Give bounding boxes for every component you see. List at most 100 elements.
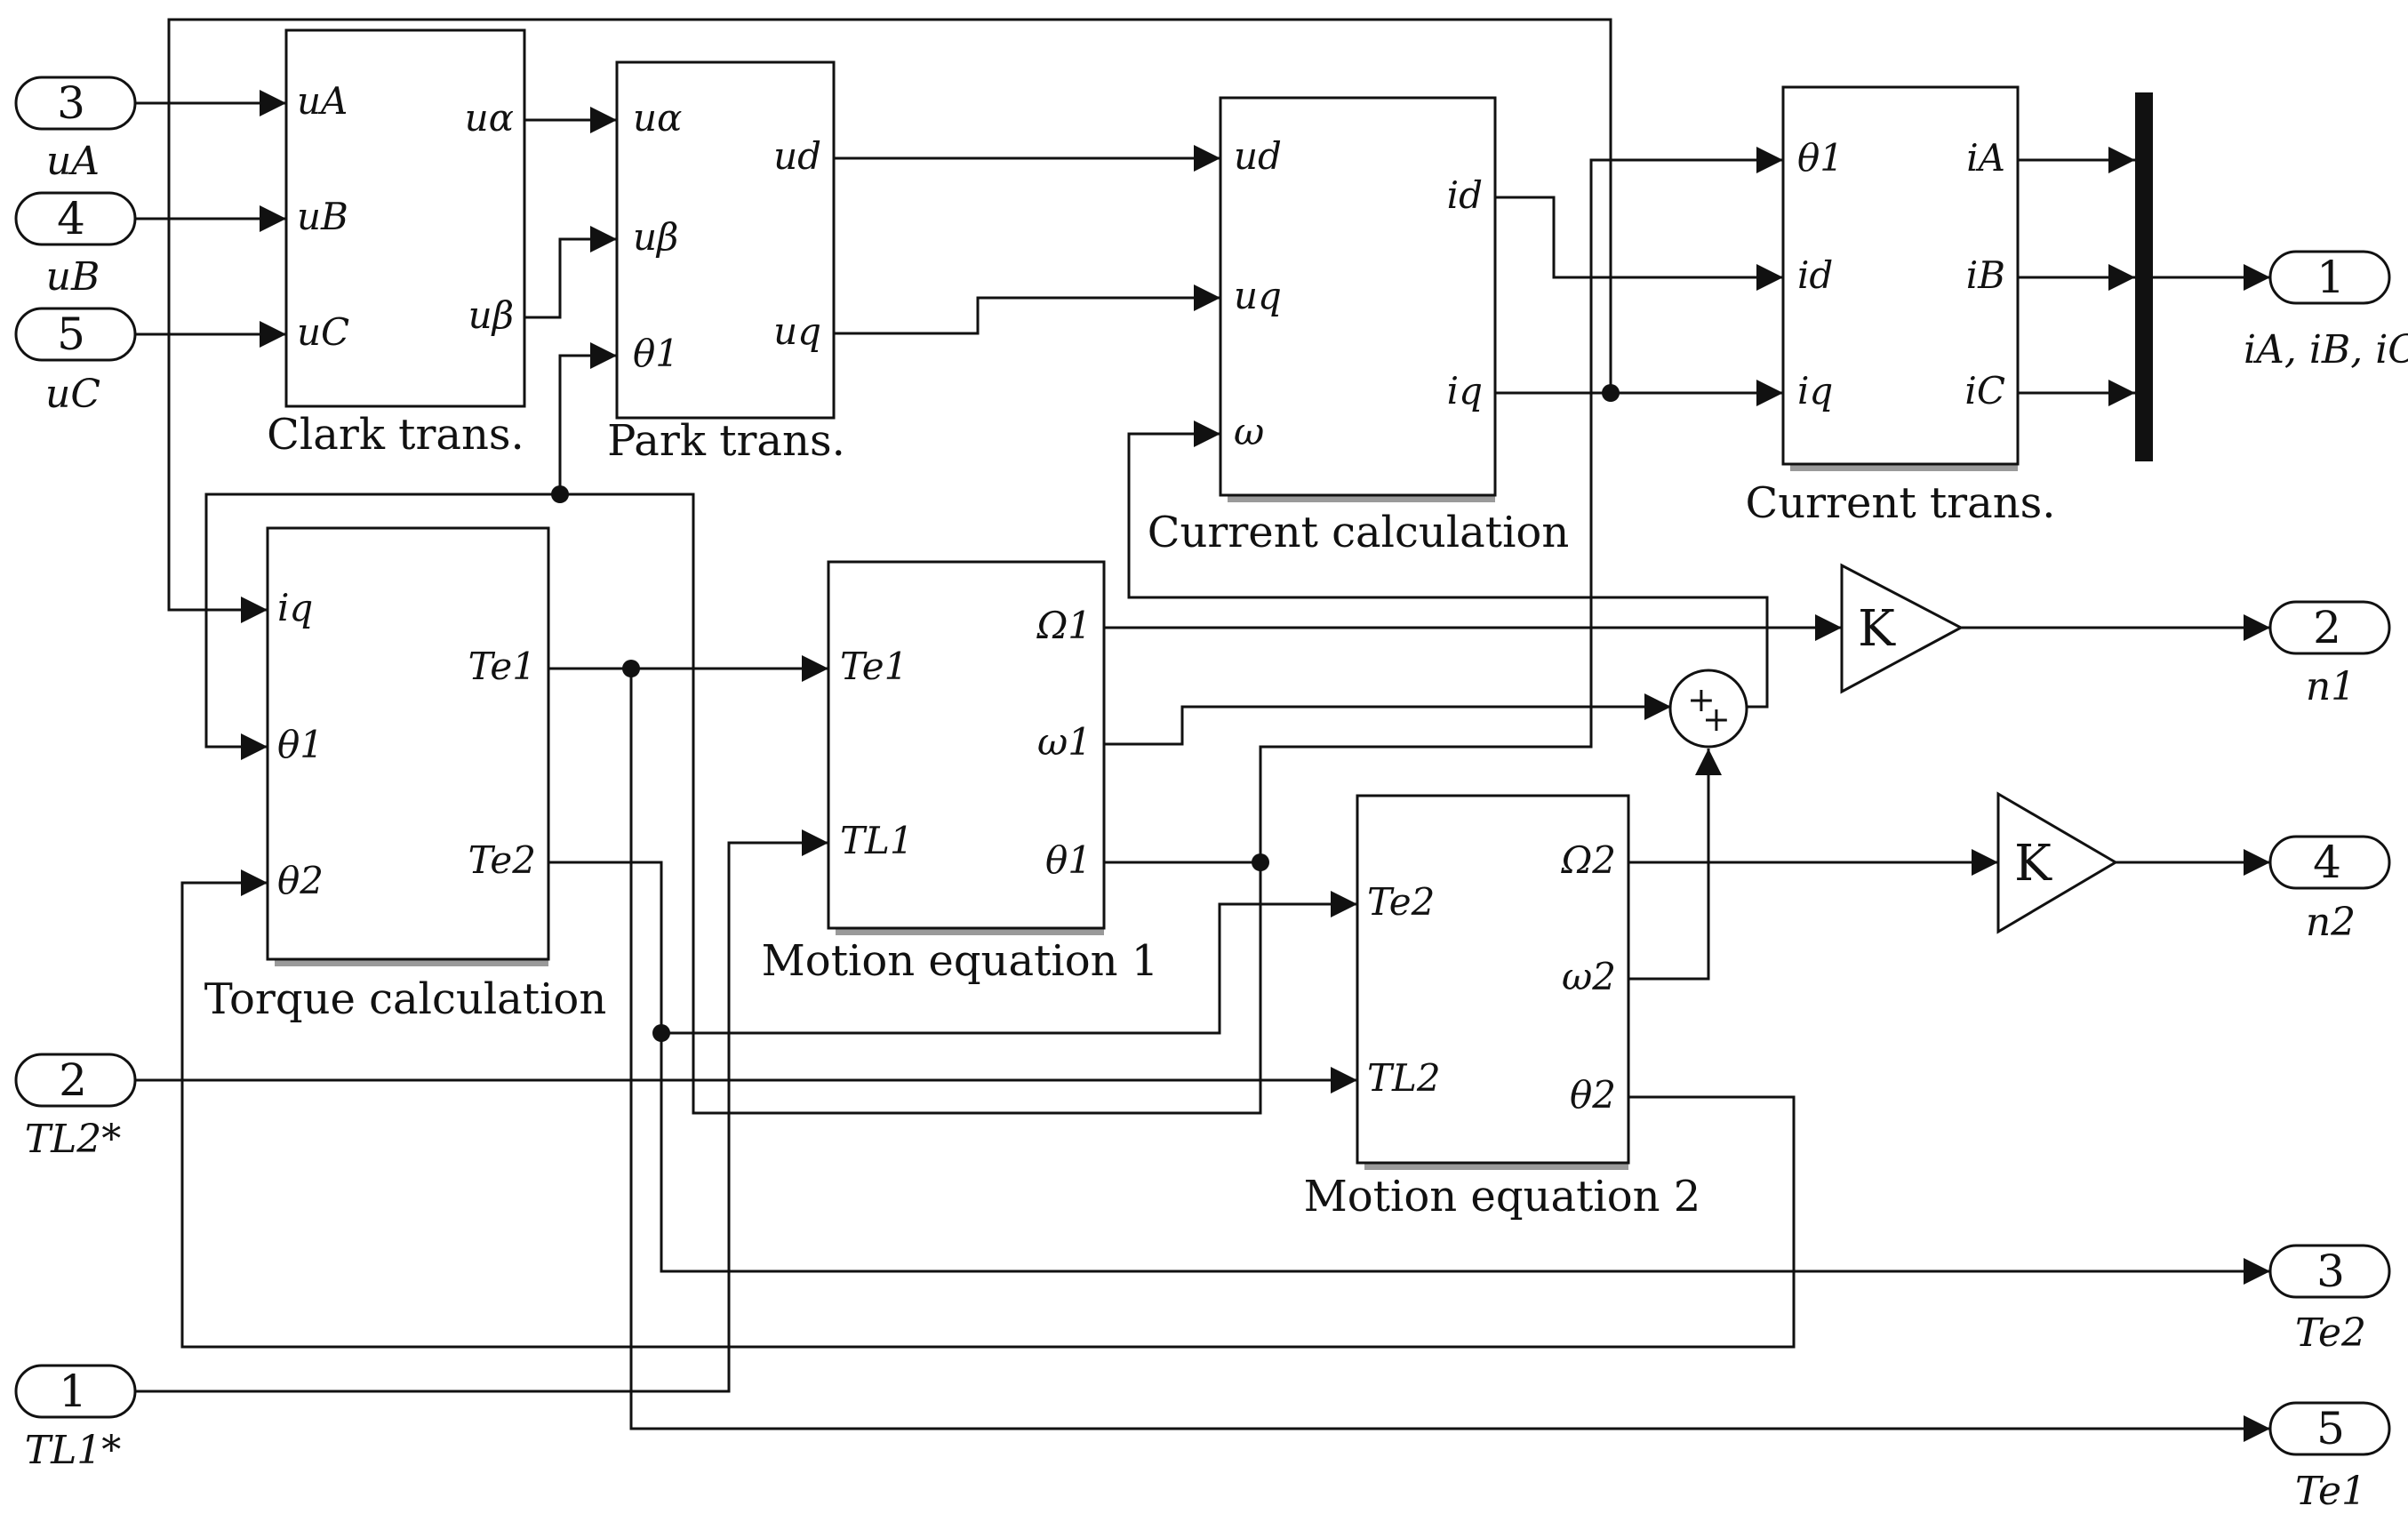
outport-n1-number: 2 — [2313, 602, 2341, 653]
motion-eq2-block[interactable]: Te2 TL2 Ω2 ω2 θ2 Motion equation 2 — [1304, 794, 1701, 1222]
inport-ub[interactable]: 4 uB — [14, 191, 137, 300]
outport-te2[interactable]: 3 Te2 — [2268, 1244, 2391, 1356]
wire-omega2 — [1628, 749, 1722, 981]
motion1-in-te1: Te1 — [840, 645, 908, 688]
park-in-theta1: θ1 — [633, 332, 679, 375]
outport-n1[interactable]: 2 n1 — [2268, 600, 2391, 709]
wire-te1-out — [629, 669, 2270, 1442]
wire-theta2 — [180, 869, 1796, 1349]
inport-tl1-number: 1 — [59, 1366, 87, 1417]
motion-eq2-title: Motion equation 2 — [1304, 1172, 1701, 1222]
outport-n2-number: 4 — [2313, 837, 2341, 888]
outport-n2-label: n2 — [2306, 900, 2356, 945]
outport-te2-label: Te2 — [2295, 1310, 2366, 1356]
outport-iabc[interactable]: 1 iA, iB, iC — [2244, 250, 2408, 372]
wire-theta1-to-torque — [204, 493, 560, 760]
inport-tl2[interactable]: 2 TL2* — [14, 1053, 137, 1162]
mux-block[interactable] — [2135, 92, 2153, 461]
current-in-uq: uq — [1234, 274, 1282, 317]
clark-block[interactable]: uA uB uC uα uβ Clark trans. — [267, 28, 526, 460]
inport-ua[interactable]: 3 uA — [14, 76, 137, 184]
inport-tl1[interactable]: 1 TL1* — [14, 1364, 137, 1473]
gain-label-1: K — [1858, 600, 1896, 658]
motion1-out-omega-cap: Ω1 — [1036, 604, 1092, 647]
wire-omega1 — [1104, 693, 1671, 746]
wire-theta1-to-park — [558, 342, 1262, 1115]
torque-out-te2: Te2 — [468, 838, 536, 882]
outport-n1-label: n1 — [2306, 664, 2356, 709]
torque-calc-block[interactable]: iq θ1 θ2 Te1 Te2 Torque calculation — [204, 526, 607, 1024]
ctrans-title: Current trans. — [1745, 478, 2055, 528]
torque-in-theta2: θ2 — [277, 859, 324, 902]
torque-in-theta1: θ1 — [277, 723, 324, 766]
clark-in-ub: uB — [297, 195, 348, 238]
sum-sign-2: + — [1702, 700, 1731, 739]
wire-uq — [834, 284, 1220, 335]
sum-sign-1: + — [1687, 680, 1716, 719]
clark-in-uc: uC — [297, 310, 349, 354]
wire-te2-out — [548, 861, 2270, 1285]
current-calc-block[interactable]: ud uq ω id iq Current calculation — [1148, 96, 1569, 557]
torque-in-iq: iq — [277, 586, 313, 629]
gain-label-2: K — [2014, 835, 2052, 893]
inport-tl2-number: 2 — [59, 1054, 87, 1106]
gain-block-1[interactable]: K — [1840, 563, 1964, 694]
motion1-out-theta: θ1 — [1045, 838, 1092, 882]
park-in-ualpha: uα — [633, 96, 682, 140]
wire-id — [1495, 196, 1783, 291]
inport-ua-number: 3 — [57, 77, 85, 129]
inport-tl2-label: TL2* — [25, 1117, 122, 1162]
junction-dots — [551, 384, 1620, 1042]
ctrans-out-ic: iC — [1964, 369, 2005, 413]
inport-ub-label: uB — [46, 254, 100, 300]
clark-in-ua: uA — [297, 79, 348, 123]
ctrans-in-theta1: θ1 — [1797, 136, 1844, 180]
outport-te1-number: 5 — [2316, 1403, 2345, 1454]
outport-te1-label: Te1 — [2295, 1469, 2366, 1514]
inport-uc[interactable]: 5 uC — [14, 307, 137, 417]
park-out-ud: ud — [773, 134, 821, 178]
park-title: Park trans. — [607, 416, 845, 466]
sum-block[interactable]: + + — [1668, 669, 1748, 749]
inport-ub-number: 4 — [57, 193, 85, 244]
clark-title: Clark trans. — [267, 410, 524, 460]
outport-te1[interactable]: 5 Te1 — [2268, 1401, 2391, 1514]
junction-theta1-park — [551, 485, 569, 503]
junction-te2 — [652, 1024, 670, 1042]
ctrans-out-ia: iA — [1966, 136, 2005, 180]
junction-theta1 — [1252, 853, 1269, 871]
motion1-in-tl1: TL1 — [840, 819, 914, 862]
park-block[interactable]: uα uβ θ1 ud uq Park trans. — [607, 60, 845, 466]
motion2-in-tl2: TL2 — [1367, 1056, 1441, 1100]
clark-out-ualpha: uα — [465, 96, 514, 140]
junction-te1 — [622, 660, 640, 677]
ctrans-in-iq: iq — [1797, 369, 1833, 413]
gain-block-2[interactable]: K — [1996, 791, 2118, 934]
torque-out-te1: Te1 — [468, 645, 536, 688]
current-trans-block[interactable]: θ1 id iq iA iB iC Current trans. — [1745, 85, 2056, 528]
motion-eq1-block[interactable]: Te1 TL1 Ω1 ω1 θ1 Motion equation 1 — [762, 560, 1159, 986]
motion1-out-omega: ω1 — [1037, 720, 1092, 764]
motion2-in-te2: Te2 — [1367, 880, 1435, 924]
outport-iabc-number: 1 — [2316, 252, 2345, 303]
ctrans-in-id: id — [1797, 253, 1833, 297]
outport-n2[interactable]: 4 n2 — [2268, 835, 2391, 945]
park-out-uq: uq — [773, 309, 821, 353]
motion2-out-omega-cap: Ω2 — [1560, 838, 1616, 882]
ctrans-out-ib: iB — [1966, 253, 2005, 297]
wire-omega-sum — [1127, 421, 1769, 709]
inport-ua-label: uA — [46, 139, 100, 184]
wire-tl1 — [135, 829, 828, 1393]
current-out-iq: iq — [1447, 369, 1483, 413]
inport-uc-number: 5 — [57, 308, 85, 360]
wire-iq-feedback — [167, 18, 1612, 623]
junction-iq — [1602, 384, 1620, 402]
wire-theta1-to-ctrans — [1104, 147, 1783, 864]
torque-calc-title: Torque calculation — [204, 974, 607, 1024]
outport-iabc-label: iA, iB, iC — [2244, 327, 2408, 372]
current-in-ud: ud — [1234, 134, 1282, 178]
motion2-out-theta: θ2 — [1570, 1073, 1616, 1117]
wire-te2 — [661, 891, 1357, 1035]
